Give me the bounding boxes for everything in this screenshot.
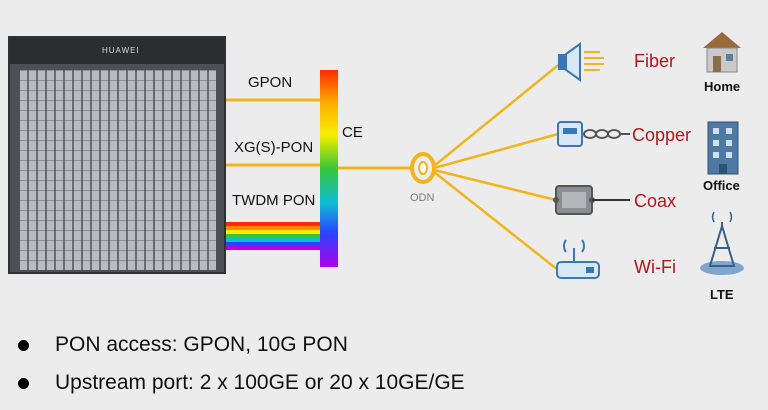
bullet-dot <box>18 377 29 389</box>
wifi-label: Wi-Fi <box>634 257 676 277</box>
twdm-wavelength-bundle <box>226 222 320 250</box>
fiber-label: Fiber <box>634 51 676 71</box>
bullet-text: PON access: GPON, 10G PON <box>55 333 348 356</box>
home-icon <box>703 32 741 73</box>
lte-label: LTE <box>710 287 734 302</box>
copper-label: Copper <box>632 125 692 145</box>
olt-card-slots <box>20 70 216 270</box>
bullet-item: Upstream port: 2 x 100GE or 20 x 10GE/GE <box>14 364 465 402</box>
ce-combiner-bar <box>320 70 338 267</box>
twdm-pon-label: TWDM PON <box>232 192 316 209</box>
olt-chassis: HUAWEI <box>8 36 226 274</box>
gpon-label: GPON <box>248 74 293 91</box>
xgspon-label: XG(S)-PON <box>234 139 314 156</box>
olt-top-panel: HUAWEI <box>10 38 224 64</box>
ce-label: CE <box>342 124 363 141</box>
odn-splitter-icon <box>410 152 436 184</box>
copper-modem-icon <box>557 121 630 147</box>
office-building-icon <box>707 121 739 175</box>
bullet-text: Upstream port: 2 x 100GE or 20 x 10GE/GE <box>55 371 465 394</box>
wifi-router-icon <box>556 239 600 279</box>
bullet-list: PON access: GPON, 10G PON Upstream port:… <box>14 326 465 402</box>
bullet-item: PON access: GPON, 10G PON <box>14 326 465 364</box>
fiber-ont-icon <box>558 42 604 82</box>
bullet-dot <box>18 339 29 351</box>
odn-label: ODN <box>410 192 435 204</box>
lte-tower-icon <box>700 211 744 275</box>
office-label: Office <box>703 178 740 193</box>
olt-brand: HUAWEI <box>102 46 140 55</box>
coax-modem-icon <box>553 185 630 215</box>
coax-label: Coax <box>634 191 677 211</box>
home-label: Home <box>704 79 741 94</box>
distribution-fibers <box>433 61 563 271</box>
